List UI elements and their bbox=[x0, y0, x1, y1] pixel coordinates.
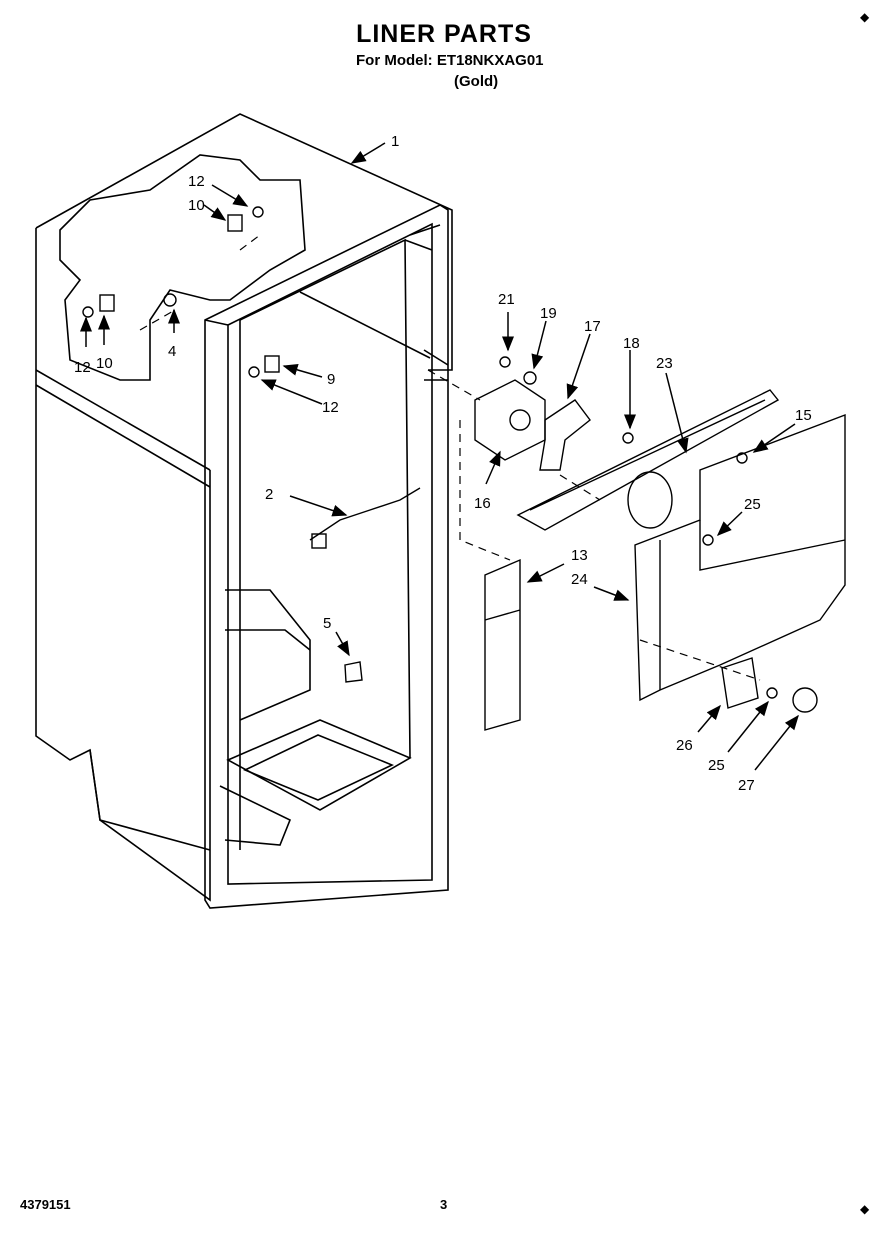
document-number: 4379151 bbox=[20, 1197, 71, 1212]
color-line: (Gold) bbox=[454, 73, 499, 90]
callout-26: 26 bbox=[676, 737, 693, 754]
part-5-light-socket bbox=[344, 661, 363, 683]
part-10-clip-upper bbox=[227, 214, 243, 232]
model-line: For Model: ET18NKXAG01 bbox=[356, 52, 544, 69]
callout-21: 21 bbox=[498, 291, 515, 308]
callout-25-lower: 25 bbox=[708, 757, 725, 774]
part-15-screw bbox=[736, 452, 748, 464]
part-2-wire-harness bbox=[309, 487, 421, 541]
callout-25-upper: 25 bbox=[744, 496, 761, 513]
callout-18: 18 bbox=[623, 335, 640, 352]
assembly-lines bbox=[139, 234, 761, 681]
refrigerator-liner bbox=[35, 113, 453, 909]
callout-27: 27 bbox=[738, 777, 755, 794]
part-13-duct bbox=[484, 558, 521, 731]
part-23-air-grille bbox=[516, 389, 780, 531]
callout-10-lower: 10 bbox=[96, 355, 113, 372]
part-12-screw-mid bbox=[248, 366, 260, 378]
part-16-motor bbox=[509, 409, 531, 431]
callout-1: 1 bbox=[391, 133, 399, 150]
part-12-screw-upper bbox=[252, 206, 264, 218]
part-27-knob bbox=[792, 687, 818, 713]
callout-19: 19 bbox=[540, 305, 557, 322]
callout-24: 24 bbox=[571, 571, 588, 588]
callout-23: 23 bbox=[656, 355, 673, 372]
callout-10-upper: 10 bbox=[188, 197, 205, 214]
callout-12-lower: 12 bbox=[74, 359, 91, 376]
part-19-grommet bbox=[523, 371, 537, 385]
callout-17: 17 bbox=[584, 318, 601, 335]
part-21-screw bbox=[499, 356, 511, 368]
page-title: LINER PARTS bbox=[356, 20, 532, 48]
part-26-plate bbox=[721, 657, 759, 709]
callout-4: 4 bbox=[168, 343, 176, 360]
corner-mark-bottom-right: ◆ bbox=[860, 1202, 870, 1216]
page-number: 3 bbox=[440, 1197, 448, 1212]
leader-arrows bbox=[80, 142, 799, 771]
part-18-screw bbox=[622, 432, 634, 444]
callout-12-upper: 12 bbox=[188, 173, 205, 190]
part-10-clip-lower bbox=[99, 294, 115, 312]
part-4-plug bbox=[163, 293, 177, 307]
part-25-screw-lower bbox=[766, 687, 778, 699]
corner-mark-top-right: ◆ bbox=[860, 10, 870, 24]
part-9-clip bbox=[264, 355, 280, 373]
part-25-screw-upper bbox=[702, 534, 714, 546]
callout-16: 16 bbox=[474, 495, 491, 512]
callout-15: 15 bbox=[795, 407, 812, 424]
callout-12-mid: 12 bbox=[322, 399, 339, 416]
callout-9: 9 bbox=[327, 371, 335, 388]
callout-5: 5 bbox=[323, 615, 331, 632]
part-17-fan-blade bbox=[539, 399, 591, 471]
part-24-evaporator-cover bbox=[634, 413, 846, 702]
callout-13: 13 bbox=[571, 547, 588, 564]
callout-2: 2 bbox=[265, 486, 273, 503]
part-12-screw-lower bbox=[82, 306, 94, 318]
